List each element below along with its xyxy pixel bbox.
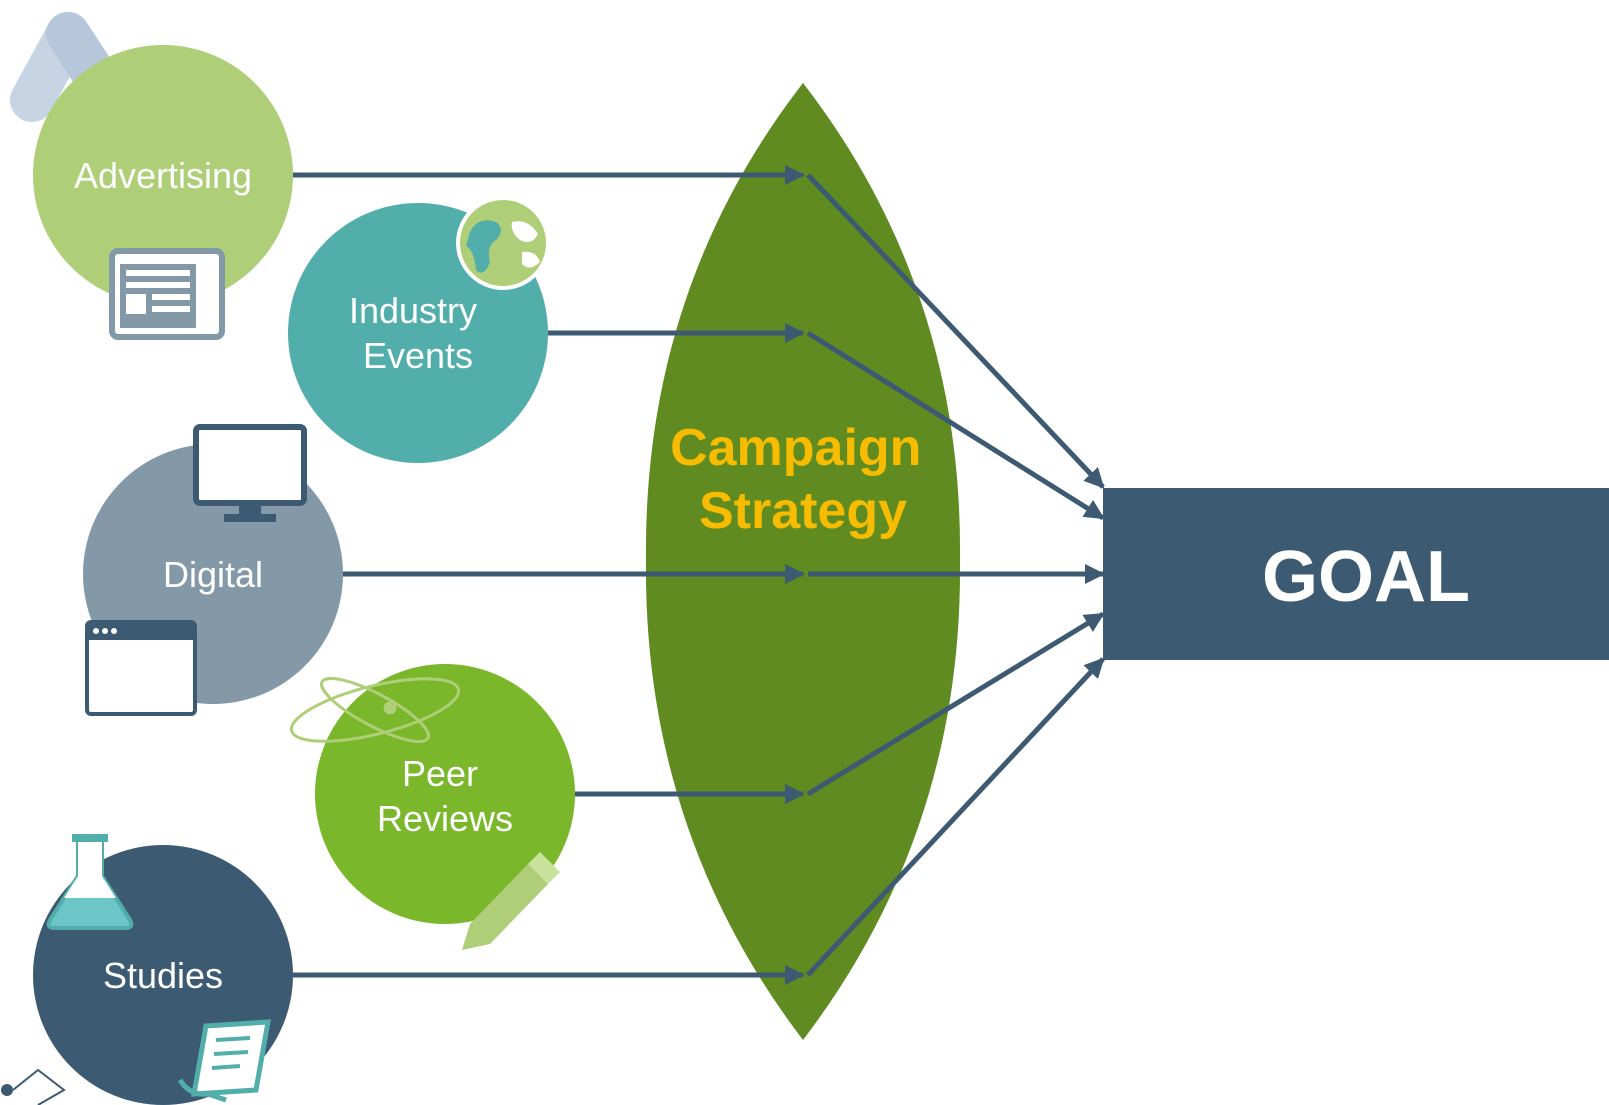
atom-icon [289,676,461,744]
peer-reviews-line1: Peer [402,753,478,794]
arrow-strategy-to-goal-4 [806,611,1105,797]
peer-reviews-label: Peer Reviews [377,753,513,839]
campaign-strategy-label: Campaign Strategy [670,419,936,540]
studies-label: Studies [103,955,223,996]
industry-events-label: Industry Events [349,290,487,376]
arrow-strategy-to-goal-1 [806,173,1105,489]
goal-label: GOAL [1262,537,1470,617]
flask-icon [46,834,134,930]
digital-label: Digital [163,554,263,595]
arrow-strategy-to-goal-5 [806,657,1105,977]
peer-reviews-line2: Reviews [377,798,513,839]
advertising-node [33,45,293,305]
industry-events-line1: Industry [349,290,477,331]
browser-window-icon [85,620,197,716]
arrow-strategy-to-goal-2 [806,330,1105,521]
newspaper-icon [109,248,225,340]
globe-icon [456,196,550,290]
advertising-label: Advertising [74,155,252,196]
monitor-icon [193,424,307,522]
goal-box [1103,488,1609,660]
center-line1: Campaign [670,419,921,477]
campaign-strategy-lens [645,83,961,1040]
diamond-connector-icon [1,1068,66,1105]
scroll-icon [177,1019,272,1103]
pen-icon [462,852,560,950]
industry-events-line2: Events [363,335,473,376]
center-line2: Strategy [699,482,907,540]
